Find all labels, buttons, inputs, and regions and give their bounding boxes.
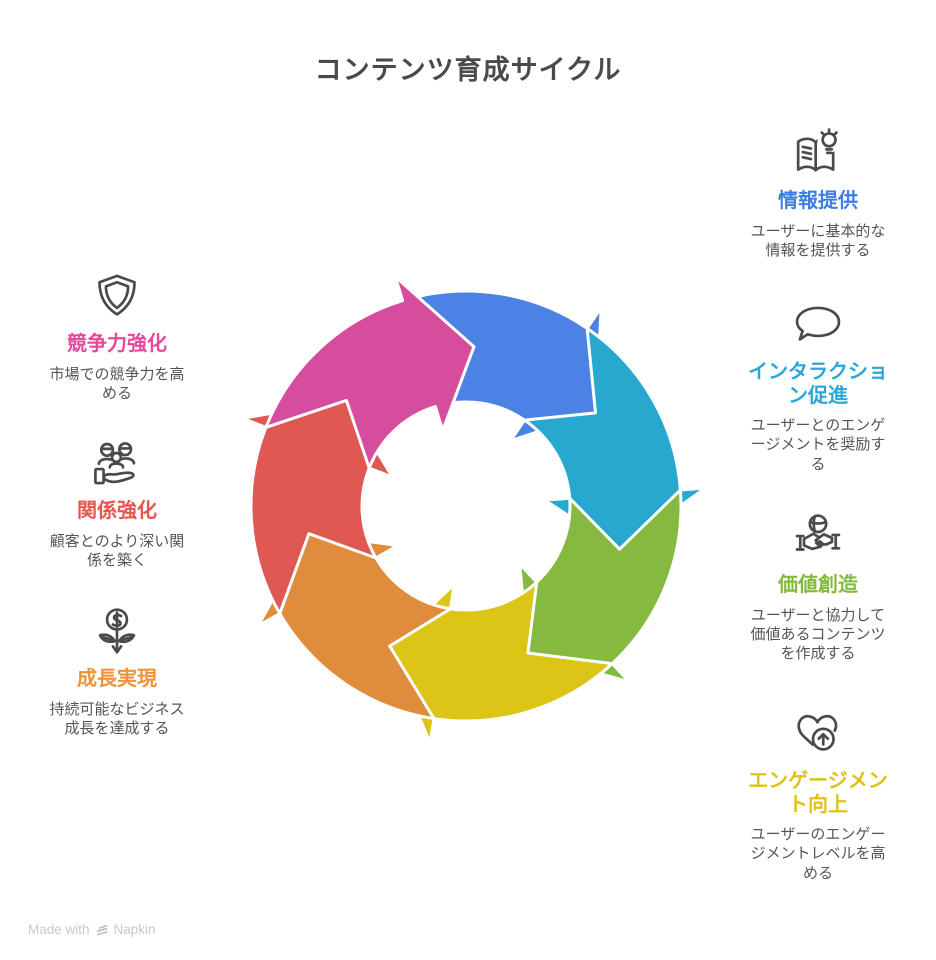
item-description: 市場での競争力を高める [49,365,185,402]
speech-bubble-icon [723,297,913,355]
content-cycle-diagram [241,275,707,745]
cycle-arrow-relationship [241,398,394,615]
item-description: ユーザーと協力して価値あるコンテンツを作成する [750,606,886,662]
cycle-item-information: 情報提供 ユーザーに基本的な情報を提供する [723,126,913,260]
item-description: ユーザーとのエンゲージメントを奨励する [750,417,886,473]
item-description: ユーザーに基本的な情報を提供する [750,222,886,259]
cycle-arrow-interaction [523,326,707,551]
item-description: 顧客とのより深い関係を築く [49,532,185,569]
made-with-napkin: Made with Napkin [28,922,156,937]
cycle-arrow-value-creation [518,488,683,684]
cycle-item-relationship: 関係強化 顧客とのより深い関係を築く [22,436,212,570]
item-title: 情報提供 [778,190,858,212]
cycle-item-competitiveness: 競争力強化 市場での競争力を高める [22,269,212,403]
napkin-logo-icon [96,924,107,935]
item-description: ユーザーのエンゲージメントレベルを高める [750,826,886,882]
page-title: コンテンツ育成サイクル [314,55,622,85]
handshake-globe-icon [723,510,913,568]
cycle-arrow-engagement [388,580,614,745]
cycle-item-interaction: インタラクション促進 ユーザーとのエンゲージメントを奨励する [723,297,913,474]
item-title: 関係強化 [77,500,157,522]
shield-icon [22,269,212,327]
cycle-item-engagement: エンゲージメント向上 ユーザーのエンゲージメントレベルを高める [723,706,913,883]
people-on-hand-icon [22,436,212,494]
item-title: 成長実現 [77,668,157,690]
item-description: 持続可能なビジネス成長を達成する [49,700,185,737]
item-title: エンゲージメント向上 [748,770,888,816]
made-with-label: Made with [28,922,90,937]
cycle-arrow-competitiveness [264,275,476,470]
cycle-item-growth: 成長実現 持続可能なビジネス成長を達成する [22,604,212,738]
item-title: 競争力強化 [67,333,167,355]
item-title: 価値創造 [778,574,858,596]
cycle-item-value-creation: 価値創造 ユーザーと協力して価値あるコンテンツを作成する [723,510,913,663]
book-lightbulb-icon [723,126,913,184]
cycle-arrow-growth [256,532,452,721]
heart-growth-icon [723,706,913,764]
item-title: インタラクション促進 [748,361,888,407]
money-plant-icon [22,604,212,662]
napkin-brand-label: Napkin [113,922,156,937]
cycle-diagram-container [216,256,716,756]
